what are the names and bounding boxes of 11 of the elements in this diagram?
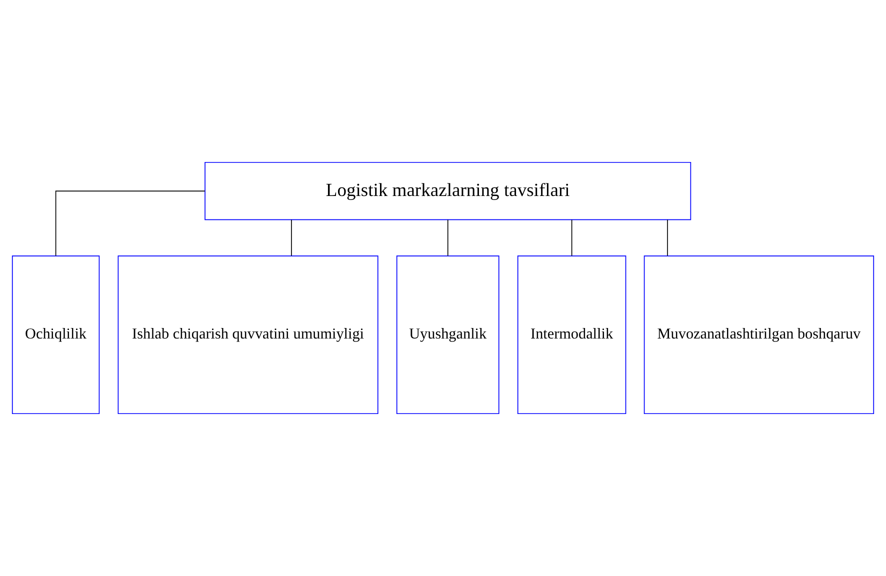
node-box: Ochiqlilik: [12, 256, 100, 414]
node-box: Intermodallik: [517, 256, 626, 414]
node-box: Muvozanatlashtirilgan boshqaruv: [644, 256, 874, 414]
connector: [55, 190, 206, 256]
node-box: Logistik markazlarning tavsiflari: [204, 162, 692, 220]
connector: [571, 219, 572, 256]
connector: [667, 219, 668, 256]
node-box: Uyushganlik: [396, 256, 500, 414]
node-box: Ishlab chiqarish quvvatini umumiyligi: [118, 256, 378, 414]
connector: [447, 219, 448, 256]
connector: [291, 219, 292, 256]
